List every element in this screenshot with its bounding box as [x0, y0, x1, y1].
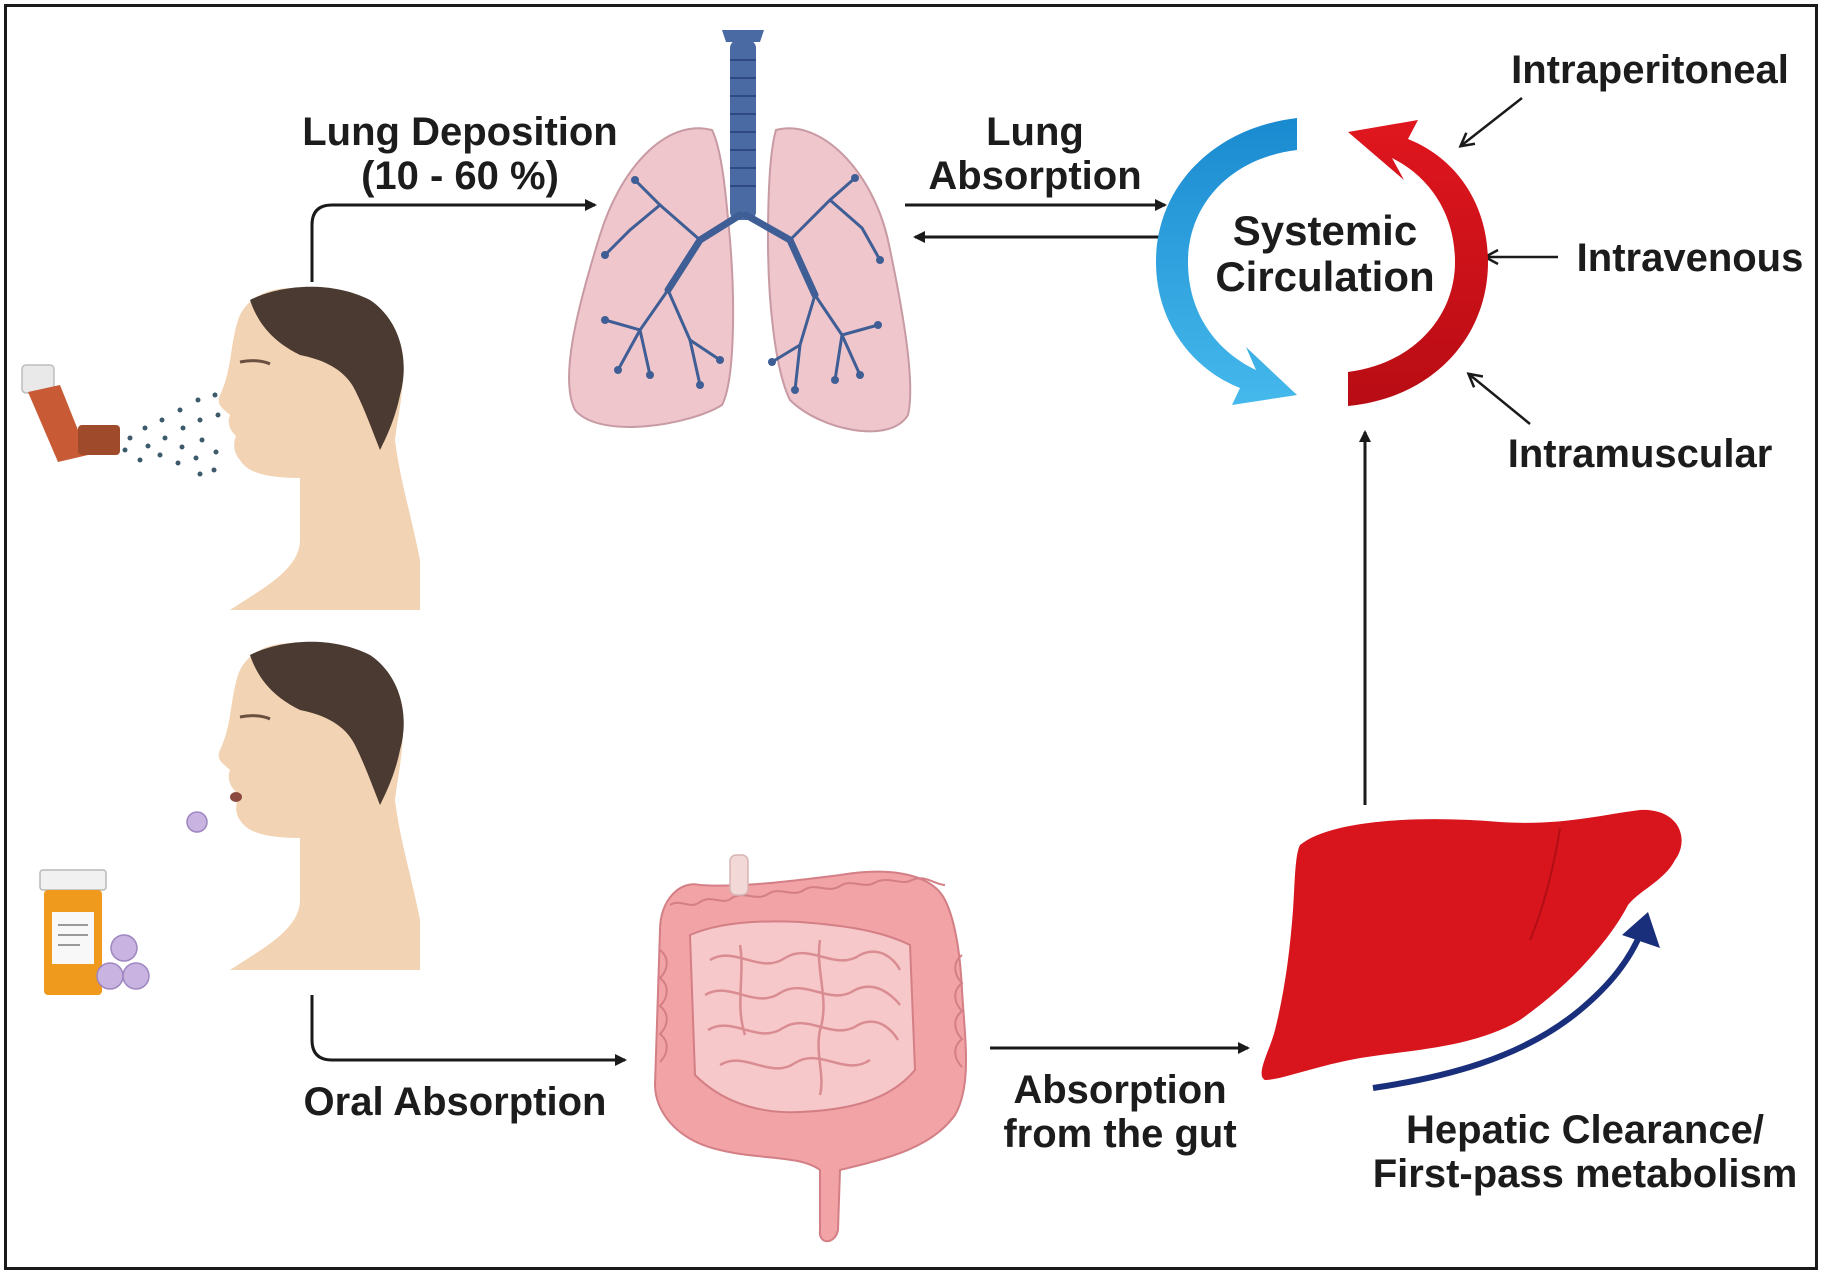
lung-absorption-line1: Lung [986, 110, 1084, 154]
lung-absorption-line2: Absorption [928, 154, 1142, 198]
systemic-circulation-line2: Circulation [1215, 253, 1435, 300]
arrow-to-lungs [310, 199, 597, 282]
lung-deposition-line1: Lung Deposition [302, 110, 618, 154]
hepatic-clearance-arrow [1372, 912, 1660, 1091]
systemic-circulation-line1: Systemic [1232, 207, 1418, 254]
diagram-frame [4, 4, 1818, 1270]
systemic-circulation-label: Systemic Circulation [1190, 208, 1460, 300]
route-intravenous-label: Intravenous [1576, 236, 1804, 280]
intestines-icon [653, 854, 967, 1243]
gut-absorption-line2: from the gut [1003, 1112, 1237, 1156]
hepatic-clearance-label: Hepatic Clearance/ First-pass metabolism [1355, 1108, 1815, 1196]
liver-icon [1261, 809, 1682, 1080]
lung-deposition-line2: (10 - 60 %) [361, 154, 559, 198]
circulation-blue-arrow [1156, 118, 1297, 405]
circulation-red-arrow [1348, 120, 1488, 406]
pill-icon [186, 811, 208, 833]
lung-deposition-label: Lung Deposition (10 - 60 %) [285, 110, 635, 198]
lung-absorption-label: Lung Absorption [900, 110, 1170, 198]
pill-icon [96, 934, 150, 990]
hepatic-clearance-line2: First-pass metabolism [1372, 1152, 1798, 1196]
inhaler-spray [122, 392, 221, 477]
pill-bottle-icon [39, 869, 107, 995]
head-icon [218, 641, 420, 970]
route-intramuscular-label: Intramuscular [1507, 432, 1773, 476]
hepatic-clearance-line1: Hepatic Clearance/ [1406, 1108, 1764, 1152]
lungs-icon [568, 30, 912, 433]
gut-absorption-line1: Absorption [1013, 1068, 1227, 1112]
route-intraperitoneal-label: Intraperitoneal [1511, 48, 1789, 92]
oral-absorption-label: Oral Absorption [303, 1080, 607, 1124]
arrow-oral-to-gut [310, 995, 627, 1066]
head-icon [218, 286, 420, 610]
inhaler-icon [21, 364, 120, 462]
gut-absorption-label: Absorption from the gut [980, 1068, 1260, 1156]
arrow-intramuscular [1470, 375, 1531, 425]
arrow-intraperitoneal [1462, 97, 1523, 145]
